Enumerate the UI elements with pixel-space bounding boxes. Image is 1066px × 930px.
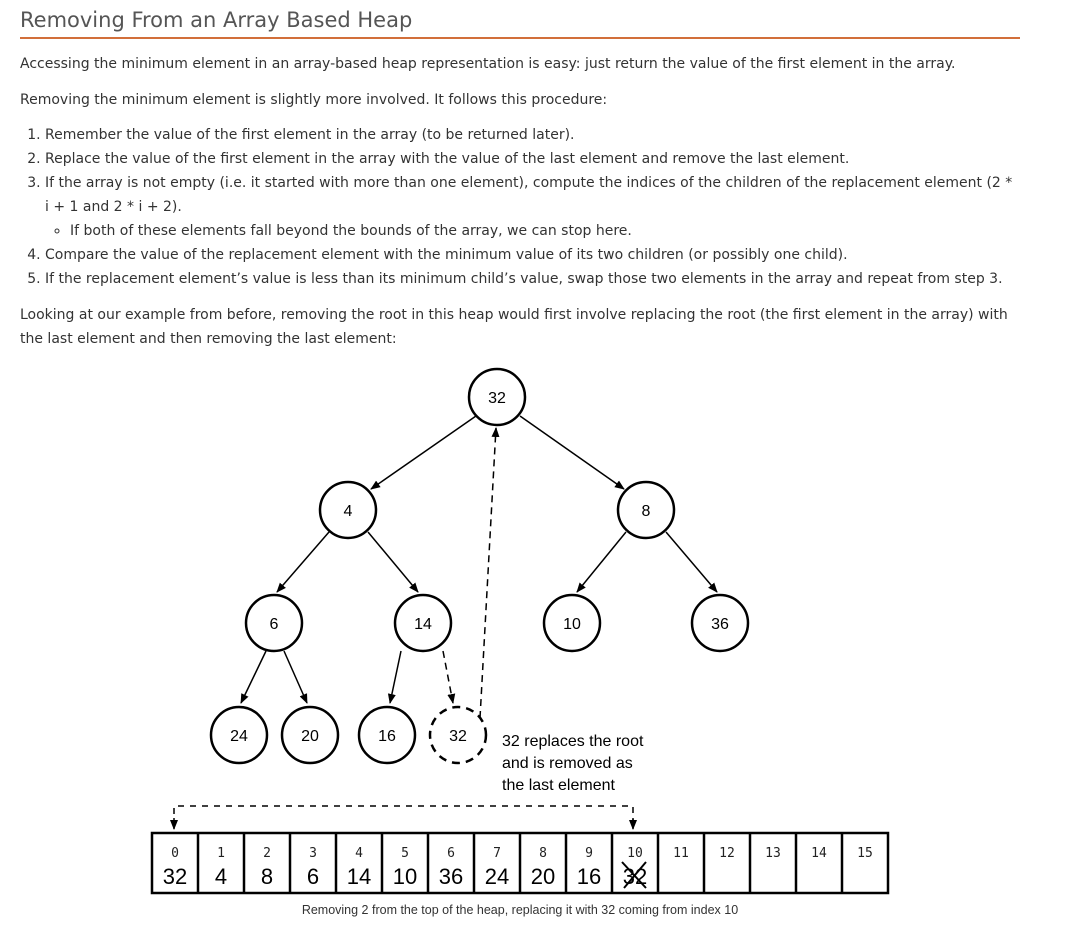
array-index: 5 [401,846,409,861]
array-index: 10 [627,846,643,861]
edge-14-16 [387,650,402,704]
procedure-intro: Removing the minimum element is slightly… [20,92,608,108]
node-32-label: 32 [449,728,467,745]
annotation-line-3: the last element [502,777,616,794]
tree-edges [170,415,718,830]
node-10-label: 10 [563,616,581,633]
array-cells: 0321428364145106367248209161032111213141… [163,833,873,893]
step-3: If the array is not empty (i.e. it start… [45,171,1020,243]
array-index: 1 [217,846,225,861]
step-4: Compare the value of the replacement ele… [45,243,1020,267]
step-5: If the replacement element’s value is le… [45,267,1020,291]
substep: If both of these elements fall beyond th… [70,219,1020,243]
array-index: 8 [539,846,547,861]
annotation-line-2: and is removed as [502,755,633,772]
edge-4-14 [367,531,419,593]
annotation: 32 replaces the root and is removed as t… [502,733,644,794]
content: Removing From an Array Based Heap Access… [20,0,1020,347]
intro-paragraph: Accessing the minimum element in an arra… [20,56,956,72]
node-4: 4 [318,480,378,540]
array-value: 20 [531,864,555,889]
array-value: 14 [347,864,371,889]
node-root-label: 32 [488,390,506,407]
node-16: 16 [357,705,417,765]
array-value: 8 [261,864,273,889]
annotation-line-1: 32 replaces the root [502,733,644,750]
array-index: 14 [811,846,827,861]
array-index: 0 [171,846,179,861]
strike-mark [621,861,647,889]
array-index: 9 [585,846,593,861]
edge-6-20 [283,650,308,704]
array-index: 4 [355,846,363,861]
node-16-label: 16 [378,728,396,745]
node-4-label: 4 [344,503,353,520]
array-index: 2 [263,846,271,861]
node-root: 32 [467,367,527,427]
array-value: 32 [163,864,187,889]
node-36: 36 [690,593,750,653]
tree-nodes: 32 4 8 6 14 10 36 24 [209,367,750,765]
array-index: 7 [493,846,501,861]
node-24-label: 24 [230,728,248,745]
array: 0321428364145106367248209161032111213141… [150,831,890,895]
array-value: 10 [393,864,417,889]
array-index: 15 [857,846,873,861]
example-paragraph: Looking at our example from before, remo… [20,307,1008,347]
diagram-caption: Removing 2 from the top of the heap, rep… [302,903,738,917]
array-value: 6 [307,864,319,889]
array-index: 13 [765,846,781,861]
array-value: 4 [215,864,227,889]
node-24: 24 [209,705,269,765]
array-value: 24 [485,864,509,889]
procedure-steps: Remember the value of the first element … [20,123,1020,291]
edge-8-36 [665,531,718,593]
node-32-dashed: 32 [428,705,488,765]
edge-8-10 [576,531,627,593]
node-8: 8 [616,480,676,540]
node-20: 20 [280,705,340,765]
node-8-label: 8 [642,503,651,520]
step-1: Remember the value of the first element … [45,123,1020,147]
edge-root-8 [519,415,625,490]
node-36-label: 36 [711,616,729,633]
edge-4-6 [276,531,330,593]
array-index: 11 [673,846,689,861]
array-index: 6 [447,846,455,861]
node-20-label: 20 [301,728,319,745]
step-2: Replace the value of the first element i… [45,147,1020,171]
array-swap-arrow [173,805,634,826]
edge-32-root-dashed [479,427,500,719]
array-index: 12 [719,846,735,861]
node-14: 14 [393,593,453,653]
step-3-substeps: If both of these elements fall beyond th… [45,219,1020,243]
step-3-text: If the array is not empty (i.e. it start… [45,175,1013,215]
node-6: 6 [244,593,304,653]
page-title: Removing From an Array Based Heap [20,7,1020,39]
edge-6-24 [240,650,267,704]
array-value: 16 [577,864,601,889]
array-index: 3 [309,846,317,861]
node-6-label: 6 [270,616,279,633]
node-10: 10 [542,593,602,653]
edge-14-32-dashed [442,650,456,704]
array-value: 36 [439,864,463,889]
edge-root-4 [370,415,477,490]
node-14-label: 14 [414,616,432,633]
